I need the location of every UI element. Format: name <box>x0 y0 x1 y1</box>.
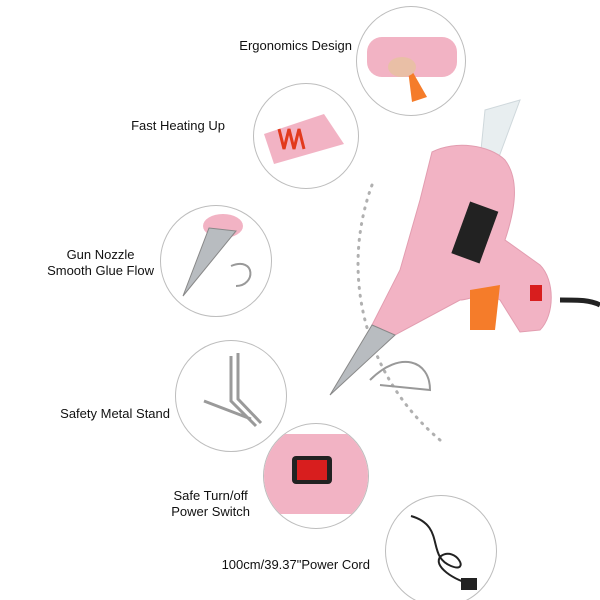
feature-label-heating: Fast Heating Up <box>131 118 225 133</box>
feature-label-ergonomics: Ergonomics Design <box>239 38 352 53</box>
feature-label-nozzle: Gun Nozzle Smooth Glue Flow <box>47 247 154 279</box>
feature-label-nozzle-line2: Smooth Glue Flow <box>47 263 154 278</box>
feature-circle-nozzle <box>160 205 272 317</box>
feature-label-switch-line2: Power Switch <box>171 504 250 519</box>
feature-circle-switch <box>263 423 369 529</box>
dotted-arc <box>356 183 442 442</box>
feature-label-stand: Safety Metal Stand <box>60 406 170 421</box>
glue-gun-icon <box>329 99 600 396</box>
feature-circle-cord <box>385 495 497 600</box>
feature-circle-stand <box>175 340 287 452</box>
feature-label-switch: Safe Turn/off Power Switch <box>171 488 250 520</box>
feature-circle-heating <box>253 83 359 189</box>
feature-label-switch-line1: Safe Turn/off <box>173 488 248 503</box>
feature-label-cord: 100cm/39.37"Power Cord <box>221 557 370 572</box>
feature-circle-ergonomics <box>356 6 466 116</box>
feature-label-nozzle-line1: Gun Nozzle <box>66 247 135 262</box>
